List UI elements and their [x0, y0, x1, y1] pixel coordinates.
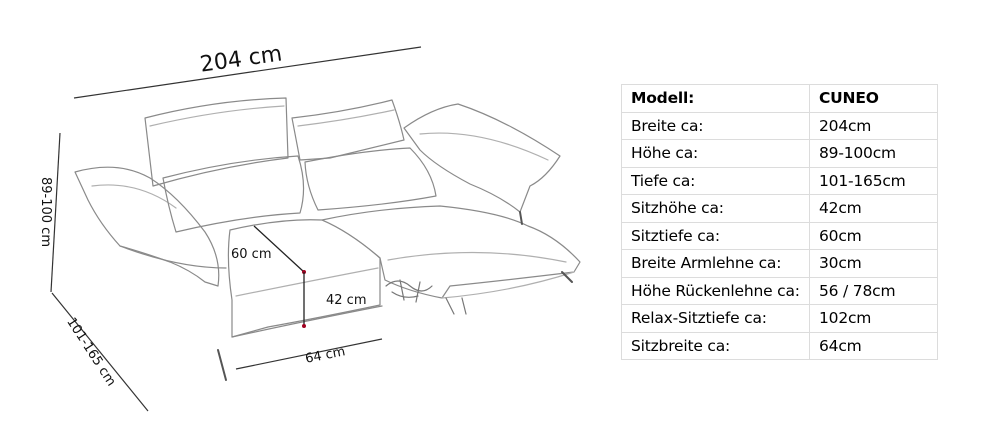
model-label: Modell: — [621, 84, 810, 113]
spec-value: 56 / 78cm — [809, 276, 938, 305]
leg-back-right — [519, 211, 523, 225]
table-header-row: Modell: CUNEO — [621, 84, 938, 113]
seat-height-marker — [302, 324, 306, 328]
table-row: Sitztiefe ca: 60cm — [621, 221, 938, 250]
spec-label: Breite Armlehne ca: — [621, 249, 810, 278]
spec-value: 30cm — [809, 249, 938, 278]
right-back-cushion — [304, 147, 437, 211]
spec-label: Sitztiefe ca: — [621, 221, 810, 250]
specifications-table: Modell: CUNEO Breite ca: 204cm Höhe ca: … — [621, 84, 938, 360]
spec-value: 102cm — [809, 304, 938, 333]
right-seat-relax — [321, 205, 581, 299]
spec-label: Relax-Sitztiefe ca: — [621, 304, 810, 333]
spec-value: 204cm — [809, 111, 938, 140]
leg-front-left — [217, 349, 227, 381]
spec-value: 60cm — [809, 221, 938, 250]
height-dimension-label: 89-100 cm — [38, 177, 53, 247]
spec-label: Höhe Rückenlehne ca: — [621, 276, 810, 305]
seat-depth-label: 60 cm — [231, 247, 272, 262]
depth-dimension-label: 101-165 cm — [63, 315, 118, 389]
leg-front-right — [561, 271, 573, 283]
spec-value: 101-165cm — [809, 166, 938, 195]
seat-depth-line — [253, 225, 305, 273]
table-row: Breite ca: 204cm — [621, 111, 938, 140]
width-dimension-line — [73, 46, 422, 99]
spec-label: Tiefe ca: — [621, 166, 810, 195]
table-row: Höhe ca: 89-100cm — [621, 139, 938, 168]
spec-value: 42cm — [809, 194, 938, 223]
table-row: Relax-Sitztiefe ca: 102cm — [621, 304, 938, 333]
right-armrest — [403, 103, 561, 213]
spec-value: 89-100cm — [809, 139, 938, 168]
width-dimension-label: 204 cm — [198, 41, 283, 77]
sofa-sketch — [74, 97, 581, 381]
seat-height-label: 42 cm — [326, 293, 367, 308]
table-row: Sitzhöhe ca: 42cm — [621, 194, 938, 223]
left-back-cushion — [162, 155, 305, 233]
sofa-dimension-diagram: 204 cm 89-100 cm 101-165 cm — [38, 41, 581, 412]
left-seat-cushion — [227, 219, 381, 338]
table-row: Sitzbreite ca: 64cm — [621, 331, 938, 360]
height-dimension-line — [50, 132, 61, 293]
table-row: Breite Armlehne ca: 30cm — [621, 249, 938, 278]
table-row: Tiefe ca: 101-165cm — [621, 166, 938, 195]
depth-dimension-line — [51, 292, 149, 412]
model-value: CUNEO — [809, 84, 938, 113]
spec-label: Höhe ca: — [621, 139, 810, 168]
table-row: Höhe Rückenlehne ca: 56 / 78cm — [621, 276, 938, 305]
spec-label: Sitzbreite ca: — [621, 331, 810, 360]
spec-value: 64cm — [809, 331, 938, 360]
seat-width-label: 64 cm — [304, 344, 347, 366]
spec-label: Breite ca: — [621, 111, 810, 140]
seat-width-line — [235, 338, 383, 370]
right-backrest — [291, 99, 405, 161]
relax-mechanism — [385, 279, 433, 303]
spec-label: Sitzhöhe ca: — [621, 194, 810, 223]
left-backrest — [144, 97, 289, 187]
